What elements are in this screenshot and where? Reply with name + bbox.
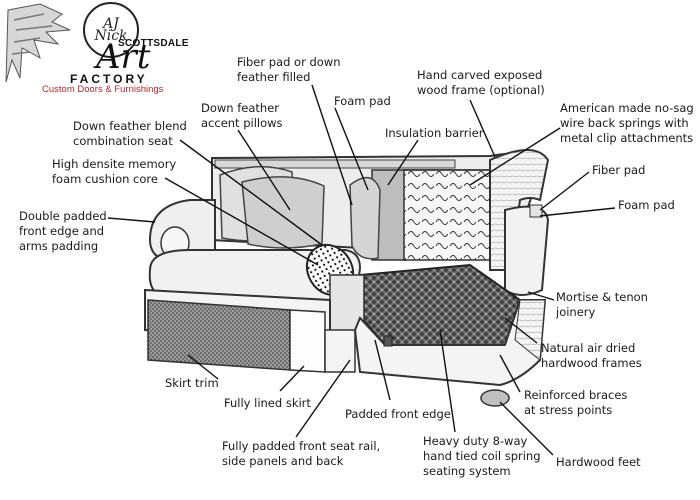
label-foam-pad-top: Foam pad: [334, 94, 391, 108]
label-fully-lined-skirt: Fully lined skirt: [224, 396, 311, 410]
skirt-panel: [147, 299, 291, 371]
label-skirt-trim: Skirt trim: [165, 376, 219, 390]
label-fiber-pad-or-down: Fiber pad or down feather filled: [237, 55, 341, 84]
label-down-feather-blend: Down feather blend combination seat: [73, 119, 187, 148]
label-down-feather-pillows: Down feather accent pillows: [201, 101, 283, 130]
label-fiber-pad-right: Fiber pad: [592, 163, 646, 177]
hardwood-foot: [480, 389, 510, 407]
logo-scottsdale: SCOTTSDALE: [118, 38, 189, 49]
back-cushion-foam: [349, 176, 381, 260]
logo-factory: FACTORY: [70, 72, 148, 86]
logo-art: Art: [96, 37, 151, 77]
label-insulation-barrier: Insulation barrier: [385, 126, 484, 140]
right-arm-padding: [504, 205, 550, 296]
back-springs-panel: [403, 169, 495, 261]
label-hand-carved: Hand carved exposed wood frame (optional…: [417, 68, 545, 97]
label-double-padded: Double padded front edge and arms paddin…: [19, 209, 107, 253]
hardwood-frame: [353, 299, 547, 387]
award-badge: AJ Nick: [83, 2, 139, 58]
callout-leader-lines: [107, 84, 616, 456]
badge-text: AJ Nick: [94, 16, 128, 44]
label-coil-spring: Heavy duty 8-way hand tied coil spring s…: [423, 434, 541, 478]
label-padded-front-edge: Padded front edge: [345, 407, 451, 421]
accent-pillow-front: [241, 176, 325, 249]
eagle-logo-icon: [5, 3, 71, 83]
label-hardwood-feet: Hardwood feet: [556, 455, 641, 469]
label-reinforced-braces: Reinforced braces at stress points: [524, 388, 628, 417]
label-memory-foam: High densite memory foam cushion core: [52, 157, 177, 186]
logo-tagline: Custom Doors & Furnishings: [42, 84, 164, 95]
label-front-seat-rail: Fully padded front seat rail, side panel…: [222, 439, 381, 468]
label-foam-pad-right: Foam pad: [618, 198, 675, 212]
label-air-dried: Natural air dried hardwood frames: [541, 341, 642, 370]
label-mortise-tenon: Mortise & tenon joinery: [556, 290, 648, 319]
lined-skirt: [289, 309, 326, 373]
label-american-springs: American made no-sag wire back springs w…: [560, 101, 694, 145]
